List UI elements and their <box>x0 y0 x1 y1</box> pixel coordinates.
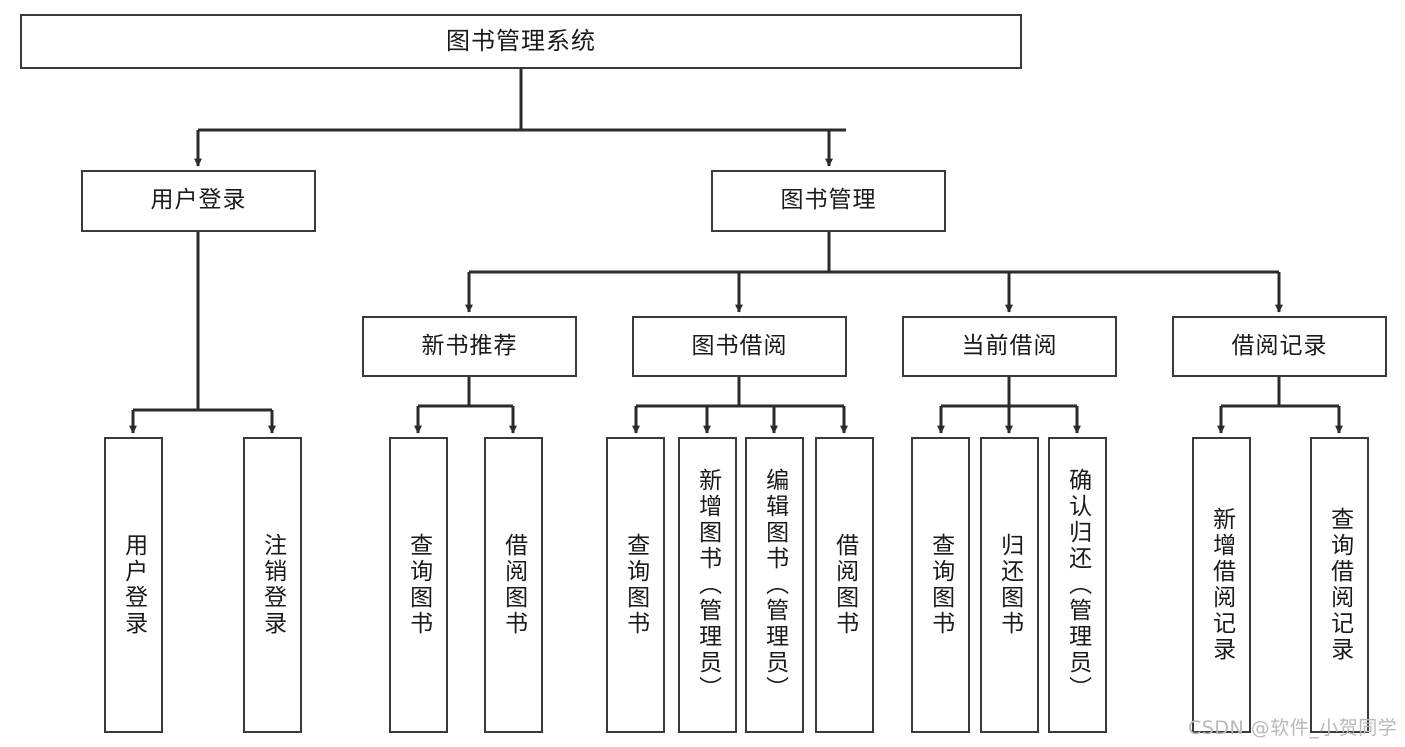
node-leaf-add-book[interactable]: 新增图书（管理员） <box>678 437 737 733</box>
node-book-borrow[interactable]: 图书借阅 <box>632 316 847 377</box>
node-label: 查询借阅记录 <box>1326 507 1353 663</box>
node-label: 新书推荐 <box>421 332 518 359</box>
node-label: 注销登录 <box>259 533 286 637</box>
node-label: 借阅记录 <box>1231 332 1328 359</box>
node-leaf-query-book-1[interactable]: 查询图书 <box>389 437 448 733</box>
node-label: 确认归还（管理员） <box>1064 468 1091 702</box>
node-label: 借阅图书 <box>831 533 858 637</box>
node-leaf-add-record[interactable]: 新增借阅记录 <box>1192 437 1251 733</box>
node-label: 用户登录 <box>150 187 247 214</box>
node-leaf-query-book-2[interactable]: 查询图书 <box>606 437 665 733</box>
node-label: 图书管理 <box>780 187 877 214</box>
node-label: 新增借阅记录 <box>1208 507 1235 663</box>
csdn-watermark: CSDN @软件_小贺同学 <box>1188 717 1398 739</box>
node-leaf-borrow-book-1[interactable]: 借阅图书 <box>484 437 543 733</box>
node-label: 查询图书 <box>927 533 954 637</box>
node-label: 查询图书 <box>622 533 649 637</box>
node-leaf-query-record[interactable]: 查询借阅记录 <box>1310 437 1369 733</box>
node-user-login[interactable]: 用户登录 <box>81 170 316 232</box>
node-label: 图书管理系统 <box>446 27 596 56</box>
node-current-borrow[interactable]: 当前借阅 <box>902 316 1117 377</box>
node-leaf-edit-book[interactable]: 编辑图书（管理员） <box>745 437 804 733</box>
node-leaf-return-book[interactable]: 归还图书 <box>980 437 1039 733</box>
node-label: 用户登录 <box>120 533 147 637</box>
node-borrow-record[interactable]: 借阅记录 <box>1172 316 1387 377</box>
node-label: 当前借阅 <box>961 332 1058 359</box>
node-leaf-borrow-book-2[interactable]: 借阅图书 <box>815 437 874 733</box>
node-label: 借阅图书 <box>500 533 527 637</box>
node-label: 查询图书 <box>405 533 432 637</box>
node-label: 图书借阅 <box>691 332 788 359</box>
node-leaf-query-book-3[interactable]: 查询图书 <box>911 437 970 733</box>
node-root-book-management-system[interactable]: 图书管理系统 <box>20 14 1022 69</box>
node-leaf-user-login[interactable]: 用户登录 <box>104 437 163 733</box>
node-new-book-recommend[interactable]: 新书推荐 <box>362 316 577 377</box>
node-leaf-logout-login[interactable]: 注销登录 <box>243 437 302 733</box>
node-label: 归还图书 <box>996 533 1023 637</box>
node-book-manage[interactable]: 图书管理 <box>711 170 946 232</box>
node-leaf-confirm-return[interactable]: 确认归还（管理员） <box>1048 437 1107 733</box>
node-label: 新增图书（管理员） <box>694 468 721 702</box>
node-label: 编辑图书（管理员） <box>761 468 788 702</box>
